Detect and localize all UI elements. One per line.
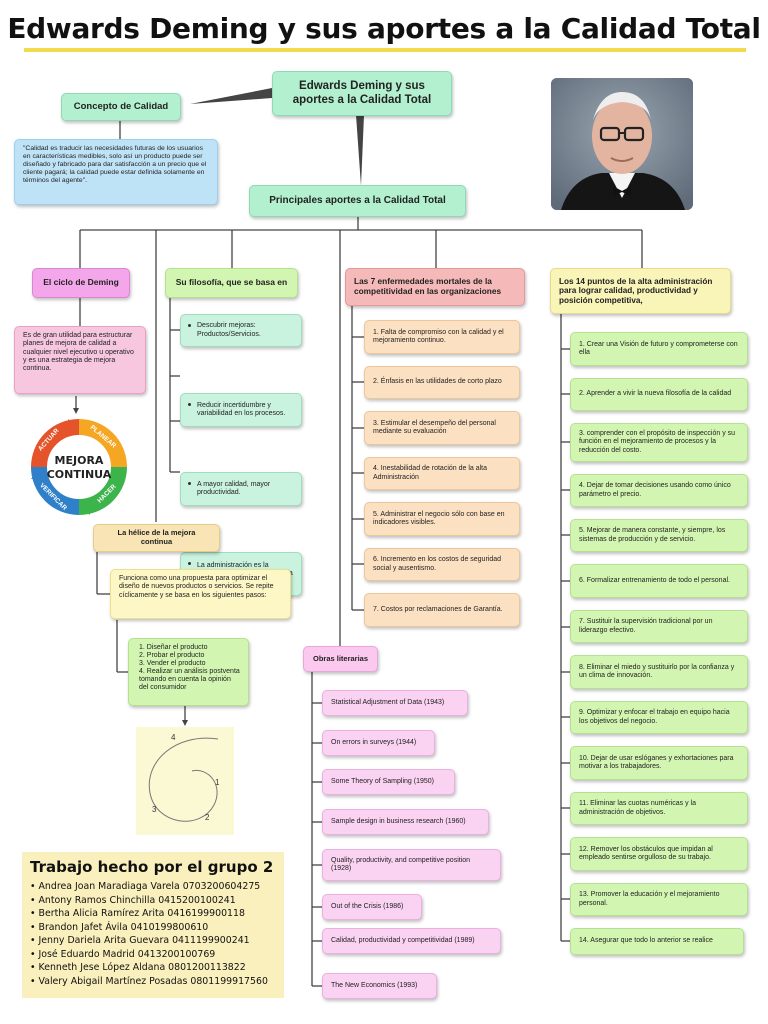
punto-item: 5. Mejorar de manera constante, y siempr…	[570, 519, 748, 552]
team-member: • Valery Abigail Martínez Posadas 080119…	[30, 975, 268, 987]
punto-item: 12. Remover los obstáculos que impidan a…	[570, 837, 748, 871]
pdca-wheel: PLANEAR HACER VERIFICAR ACTUAR MEJORA CO…	[31, 419, 127, 515]
cycle-center-line2: CONTINUA	[47, 468, 112, 481]
punto-item: 9. Optimizar y enfocar el trabajo en equ…	[570, 701, 748, 734]
spiral-figure: 1 2 3 4	[136, 727, 234, 835]
enfermedad-item: 1. Falta de compromiso con la calidad y …	[364, 320, 520, 354]
punto-item: 7. Sustituir la supervisión tradicional …	[570, 610, 748, 643]
helice-text: Funciona como una propuesta para optimiz…	[110, 569, 291, 619]
helice-step: 3. Vender el producto	[139, 660, 206, 668]
spiral-label-3: 3	[152, 805, 157, 814]
enfermedad-item: 5. Administrar el negocio sólo con base …	[364, 502, 520, 536]
title-underline	[24, 48, 746, 52]
cycle-center-line1: MEJORA	[55, 454, 104, 467]
page-title: Edwards Deming y sus aportes a la Calida…	[7, 12, 761, 45]
obra-item: Sample design in business research (1960…	[322, 809, 489, 835]
team-member: • Brandon Jafet Ávila 0410199800610	[30, 921, 209, 933]
team-title: Trabajo hecho por el grupo 2	[30, 858, 274, 876]
team-box: Trabajo hecho por el grupo 2 • Andrea Jo…	[22, 852, 284, 998]
punto-item: 1. Crear una Visión de futuro y comprome…	[570, 332, 748, 366]
enfermedades-node: Las 7 enfermedades mortales de la compet…	[345, 268, 525, 306]
team-member: • Bertha Alicia Ramírez Arita 0416199900…	[30, 908, 245, 919]
helice-steps: 1. Diseñar el producto 2. Probar el prod…	[128, 638, 249, 706]
obra-item: Quality, productivity, and competitive p…	[322, 849, 501, 881]
punto-item: 4. Dejar de tomar decisiones usando como…	[570, 474, 748, 507]
helice-step: 1. Diseñar el producto	[139, 644, 208, 651]
concepto-text: "Calidad es traducir las necesidades fut…	[14, 139, 218, 205]
obra-item: Out of the Crisis (1986)	[322, 894, 422, 920]
obra-item: On errors in surveys (1944)	[322, 730, 435, 756]
punto-item: 13. Promover la educación y el mejoramie…	[570, 883, 748, 916]
obra-item: The New Economics (1993)	[322, 973, 437, 999]
ciclo-text: Es de gran utilidad para estructurar pla…	[14, 326, 146, 394]
spiral-label-2: 2	[205, 813, 210, 822]
spiral-label-1: 1	[215, 778, 220, 787]
obra-item: Calidad, productividad y competitividad …	[322, 928, 501, 954]
center-node: Edwards Deming y sus aportes a la Calida…	[272, 71, 452, 116]
filosofia-item: A mayor calidad, mayor productividad.	[180, 472, 302, 506]
filosofia-item: Reducir incertidumbre y variabilidad en …	[180, 393, 302, 427]
aportes-node: Principales aportes a la Calidad Total	[249, 185, 466, 217]
spiral-label-4: 4	[171, 733, 176, 742]
filosofia-node: Su filosofía, que se basa en	[165, 268, 298, 298]
punto-item: 2. Aprender a vivir la nueva filosofía d…	[570, 378, 748, 411]
obra-item: Some Theory of Sampling (1950)	[322, 769, 455, 795]
puntos-node: Los 14 puntos de la alta administración …	[550, 268, 731, 314]
enfermedad-item: 7. Costos por reclamaciones de Garantía.	[364, 593, 520, 627]
deming-photo	[551, 78, 693, 210]
helice-node: La hélice de la mejora continua	[93, 524, 220, 552]
punto-item: 11. Eliminar las cuotas numéricas y la a…	[570, 792, 748, 825]
punto-item: 6. Formalizar entrenamiento de todo el p…	[570, 564, 748, 598]
team-member: • Antony Ramos Chinchilla 0415200100241	[30, 894, 236, 906]
punto-item: 8. Eliminar el miedo y sustituirlo por l…	[570, 655, 748, 689]
team-member: • Andrea Joan Maradiaga Varela 070320060…	[30, 881, 261, 892]
punto-item: 10. Dejar de usar eslóganes y exhortacio…	[570, 746, 748, 780]
enfermedad-item: 4. Inestabilidad de rotación de la alta …	[364, 457, 520, 490]
obra-item: Statistical Adjustment of Data (1943)	[322, 690, 468, 716]
punto-item: 3. comprender con el propósito de inspec…	[570, 423, 748, 462]
obras-node: Obras literarias	[303, 646, 378, 672]
punto-item: 14. Asegurar que todo lo anterior se rea…	[570, 928, 744, 955]
helice-step: 2. Probar el producto	[139, 652, 205, 660]
enfermedad-item: 6. Incremento en los costos de seguridad…	[364, 548, 520, 581]
helice-step: 4. Realizar un análisis postventa tomand…	[139, 668, 240, 692]
team-member: • José Eduardo Madrid 0413200100769	[30, 948, 216, 960]
concepto-node: Concepto de Calidad	[61, 93, 181, 121]
team-member: • Kenneth Jese López Aldana 080120011382…	[30, 962, 246, 973]
enfermedad-item: 3. Estimular el desempeño del personal m…	[364, 411, 520, 445]
enfermedad-item: 2. Énfasis en las utilidades de corto pl…	[364, 366, 520, 399]
team-member: • Jenny Dariela Arita Guevara 0411199900…	[30, 935, 250, 946]
filosofia-item: Descubrir mejoras: Productos/Servicios.	[180, 314, 302, 347]
ciclo-node: El ciclo de Deming	[32, 268, 130, 298]
